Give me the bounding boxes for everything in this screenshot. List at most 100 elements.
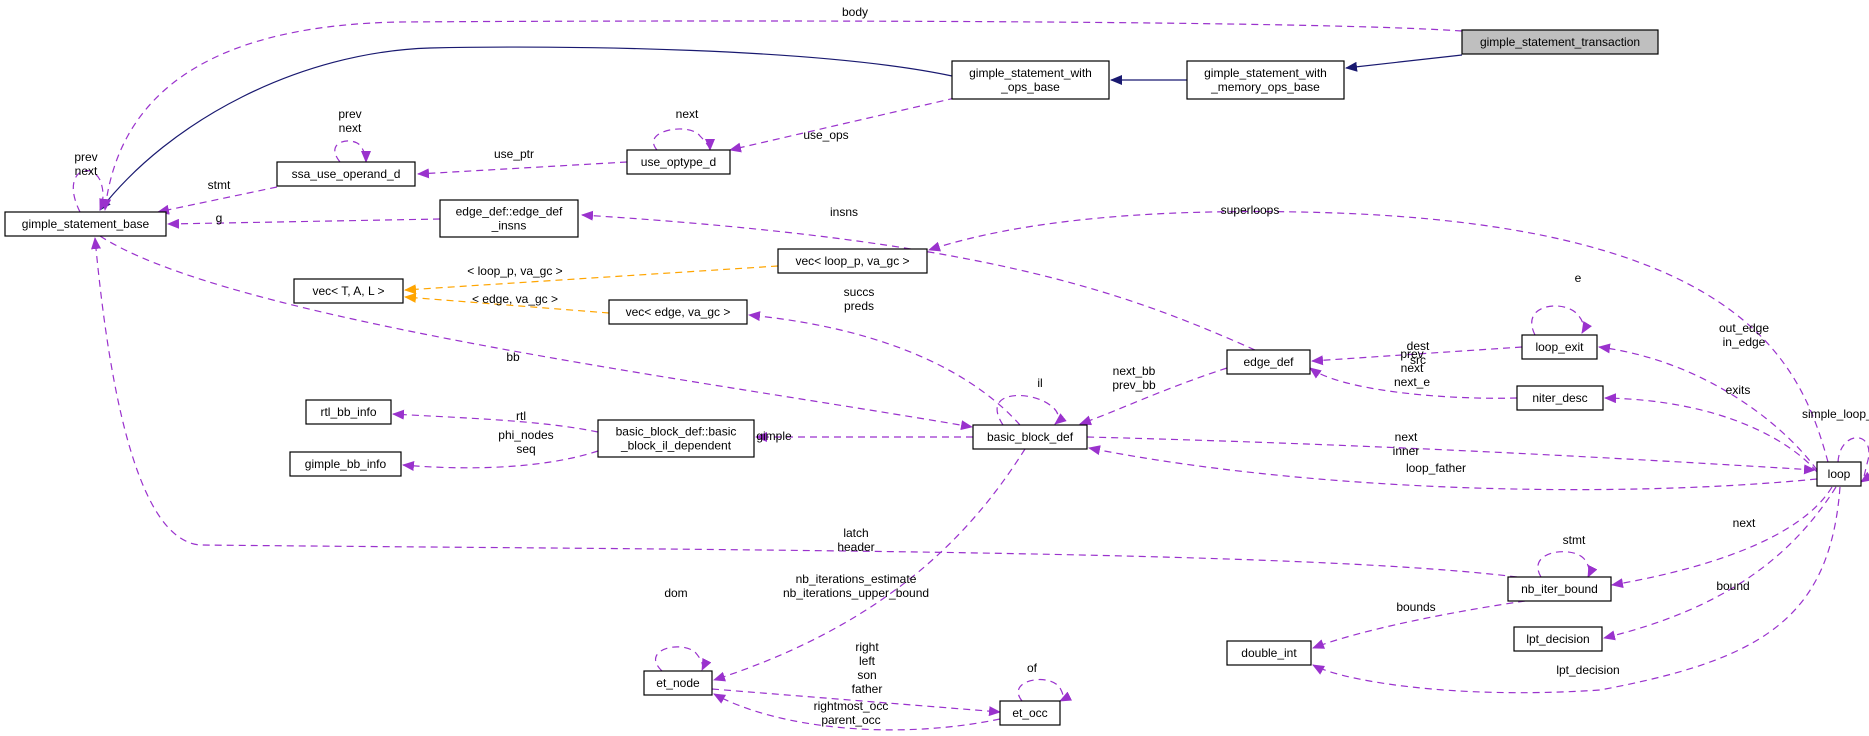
node-use-optype-d[interactable]: use_optype_d: [626, 149, 731, 175]
edge-label: dest: [1407, 339, 1430, 353]
node-label: gimple_statement_with: [969, 66, 1092, 80]
edge-label: succs: [844, 285, 875, 299]
edge-label: src: [1410, 353, 1426, 367]
edge-label: g: [216, 211, 223, 225]
node-box: [626, 149, 731, 175]
edge-label: superloops: [1221, 203, 1280, 217]
edge-loop-to-loop_exit: [1604, 393, 1818, 473]
node-label: nb_iter_bound: [1521, 582, 1598, 596]
edge-loop-to-niter_desc: [1837, 437, 1869, 483]
node-double-int[interactable]: double_int: [1226, 640, 1312, 666]
node-box: [4, 211, 167, 237]
edge-ssa_use_operand_d-to-ssa_use_operand_d: [334, 140, 371, 163]
edge-labels: bodyprevnextstmtprevnextuse_ptrnextuse_o…: [74, 5, 1869, 727]
edge-label: next: [1395, 430, 1418, 444]
edge-use_optype_d-to-ssa_use_operand_d: [417, 161, 628, 179]
node-label: lpt_decision: [1526, 632, 1589, 646]
edge-label: lpt_decision: [1556, 663, 1619, 677]
node-gimple-statement-transaction[interactable]: gimple_statement_transaction: [1461, 29, 1659, 55]
edge-label: prev: [1400, 347, 1423, 361]
edge-basic_block_def-to-vec_edge_va_gc: [748, 311, 1021, 426]
edges: [72, 20, 1869, 731]
edge-label: next: [75, 164, 98, 178]
node-gimple-statement-base[interactable]: gimple_statement_base: [4, 211, 167, 237]
edge-gimple_statement_base-to-gimple_statement_base: [72, 169, 109, 213]
node-label: double_int: [1241, 646, 1297, 660]
edge-label: next_e: [1394, 375, 1430, 389]
edge-label: parent_occ: [821, 713, 880, 727]
edge-label: prev: [74, 150, 97, 164]
edge-basic_block_def-to-basic_block_def: [1079, 367, 1228, 426]
edge-gimple_statement_with_ops_base-to-use_optype_d: [729, 97, 956, 153]
node-box: [1816, 461, 1862, 487]
node-label: gimple_statement_transaction: [1480, 35, 1640, 49]
node-label: niter_desc: [1532, 391, 1587, 405]
edge-label: son: [857, 668, 876, 682]
edge-label: header: [837, 540, 874, 554]
edge-edge_def_insns-to-gimple_statement_base: [167, 218, 441, 229]
edge-label: bb: [506, 350, 520, 364]
edge-label: < loop_p, va_gc >: [467, 264, 562, 278]
edge-basic_block_def-to-basic_block_il_dependent: [996, 394, 1067, 426]
node-gimple-bb-info[interactable]: gimple_bb_info: [289, 451, 402, 477]
node-vec-loop-p-va-gc[interactable]: vec< loop_p, va_gc >: [777, 248, 928, 274]
edge-label: stmt: [1563, 533, 1586, 547]
node-label: _memory_ops_base: [1210, 80, 1320, 94]
edge-label: preds: [844, 299, 874, 313]
node-label: _ops_base: [1000, 80, 1060, 94]
edge-label: stmt: [208, 178, 231, 192]
node-basic-block-def[interactable]: basic_block_def: [972, 424, 1088, 450]
node-label: basic_block_def: [987, 430, 1074, 444]
node-label: edge_def: [1243, 355, 1294, 369]
node-label: gimple_bb_info: [305, 457, 387, 471]
edge-nb_iter_bound-to-nb_iter_bound: [1611, 486, 1833, 589]
node-edge-def-insns[interactable]: edge_def::edge_def_insns: [439, 199, 579, 238]
node-rtl-bb-info[interactable]: rtl_bb_info: [305, 399, 392, 425]
edge-basic_block_il_dependent-to-rtl_bb_info: [392, 409, 599, 433]
node-vec-edge-va-gc[interactable]: vec< edge, va_gc >: [608, 299, 748, 325]
edge-label: exits: [1726, 383, 1751, 397]
node-edge-def[interactable]: edge_def: [1226, 349, 1311, 375]
node-label: vec< T, A, L >: [312, 284, 384, 298]
edge-vec_edge_va_gc-to-vec_t_a_l: [404, 292, 610, 314]
node-label: rtl_bb_info: [320, 405, 376, 419]
node-vec-t-a-l[interactable]: vec< T, A, L >: [293, 278, 404, 304]
edge-label: bound: [1716, 579, 1749, 593]
node-ssa-use-operand-d[interactable]: ssa_use_operand_d: [276, 161, 416, 187]
node-lpt-decision[interactable]: lpt_decision: [1513, 626, 1603, 652]
edge-niter_desc-to-edge_def: [1598, 343, 1818, 471]
edge-label: il: [1037, 376, 1042, 390]
edge-edge_def-to-edge_def_insns: [581, 210, 1256, 351]
edge-basic_block_def-to-et_node: [654, 646, 712, 672]
node-loop[interactable]: loop: [1816, 461, 1862, 487]
edge-label: next: [1401, 361, 1424, 375]
edge-label: out_edge: [1719, 321, 1769, 335]
edge-loop_exit-to-edge_def: [1531, 305, 1592, 336]
edge-use_optype_d-to-use_optype_d: [653, 128, 715, 151]
edge-loop-to-basic_block_def: [91, 237, 1518, 578]
edge-ssa_use_operand_d-to-gimple_statement_base: [157, 186, 278, 215]
edge-label: father: [852, 682, 883, 696]
node-box: [305, 399, 392, 425]
edge-label: rightmost_occ: [814, 699, 889, 713]
edge-label: next_bb: [1113, 364, 1156, 378]
node-label: ssa_use_operand_d: [292, 167, 401, 181]
node-niter-desc[interactable]: niter_desc: [1516, 385, 1604, 411]
node-box: [608, 299, 748, 325]
node-label: et_node: [656, 676, 700, 690]
node-basic-block-il-dependent[interactable]: basic_block_def::basic_block_il_dependen…: [597, 419, 755, 458]
edge-label: inner: [1393, 444, 1420, 458]
edge-label: loop_father: [1406, 461, 1466, 475]
edge-loop-to-double_int: [713, 448, 1026, 682]
edge-loop-to-vec_loop_p_va_gc: [928, 210, 1829, 463]
node-et-node[interactable]: et_node: [643, 670, 713, 696]
node-gimple-statement-with-memory-ops-base[interactable]: gimple_statement_with_memory_ops_base: [1186, 60, 1345, 100]
node-et-occ[interactable]: et_occ: [999, 700, 1061, 726]
node-box: [972, 424, 1088, 450]
node-loop-exit[interactable]: loop_exit: [1521, 334, 1598, 360]
edge-label: rtl: [516, 409, 526, 423]
node-gimple-statement-with-ops-base[interactable]: gimple_statement_with_ops_base: [951, 60, 1110, 100]
edge-et_node-to-et_occ: [713, 693, 1001, 731]
node-nb-iter-bound[interactable]: nb_iter_bound: [1507, 576, 1612, 602]
nodes: gimple_statement_transaction gimple_state…: [4, 29, 1862, 726]
